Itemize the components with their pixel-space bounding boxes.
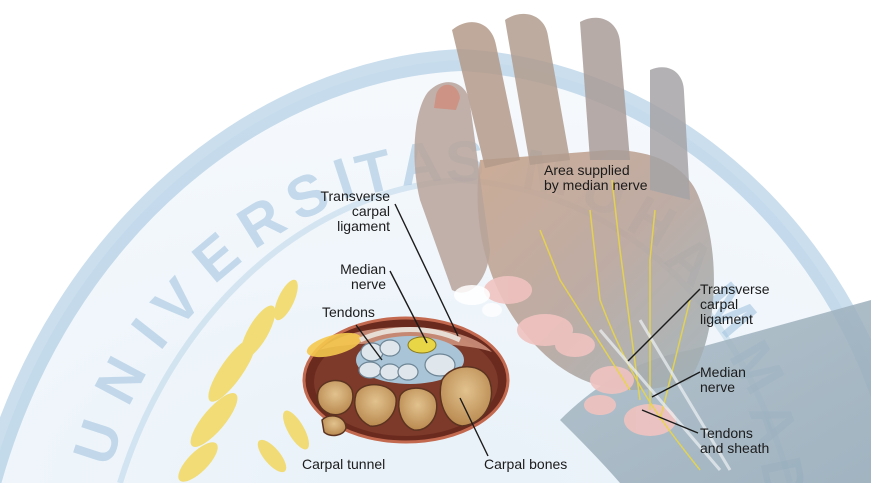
carpal-tunnel-cross-section	[304, 318, 508, 442]
label-carpal-bones: Carpal bones	[484, 457, 567, 472]
cross-section-median-nerve	[408, 337, 436, 353]
label-tendons-and-sheath: Tendons and sheath	[700, 426, 769, 456]
label-hand-median-nerve: Median nerve	[700, 365, 746, 395]
label-hand-transverse-carpal-ligament: Transverse carpal ligament	[700, 282, 770, 327]
label-cs-tendons: Tendons	[322, 305, 375, 320]
label-carpal-tunnel: Carpal tunnel	[302, 457, 385, 472]
label-cs-transverse-carpal-ligament: Transverse carpal ligament	[300, 189, 390, 234]
label-cs-median-nerve: Median nerve	[300, 262, 386, 292]
label-area-supplied: Area supplied by median nerve	[544, 163, 648, 193]
